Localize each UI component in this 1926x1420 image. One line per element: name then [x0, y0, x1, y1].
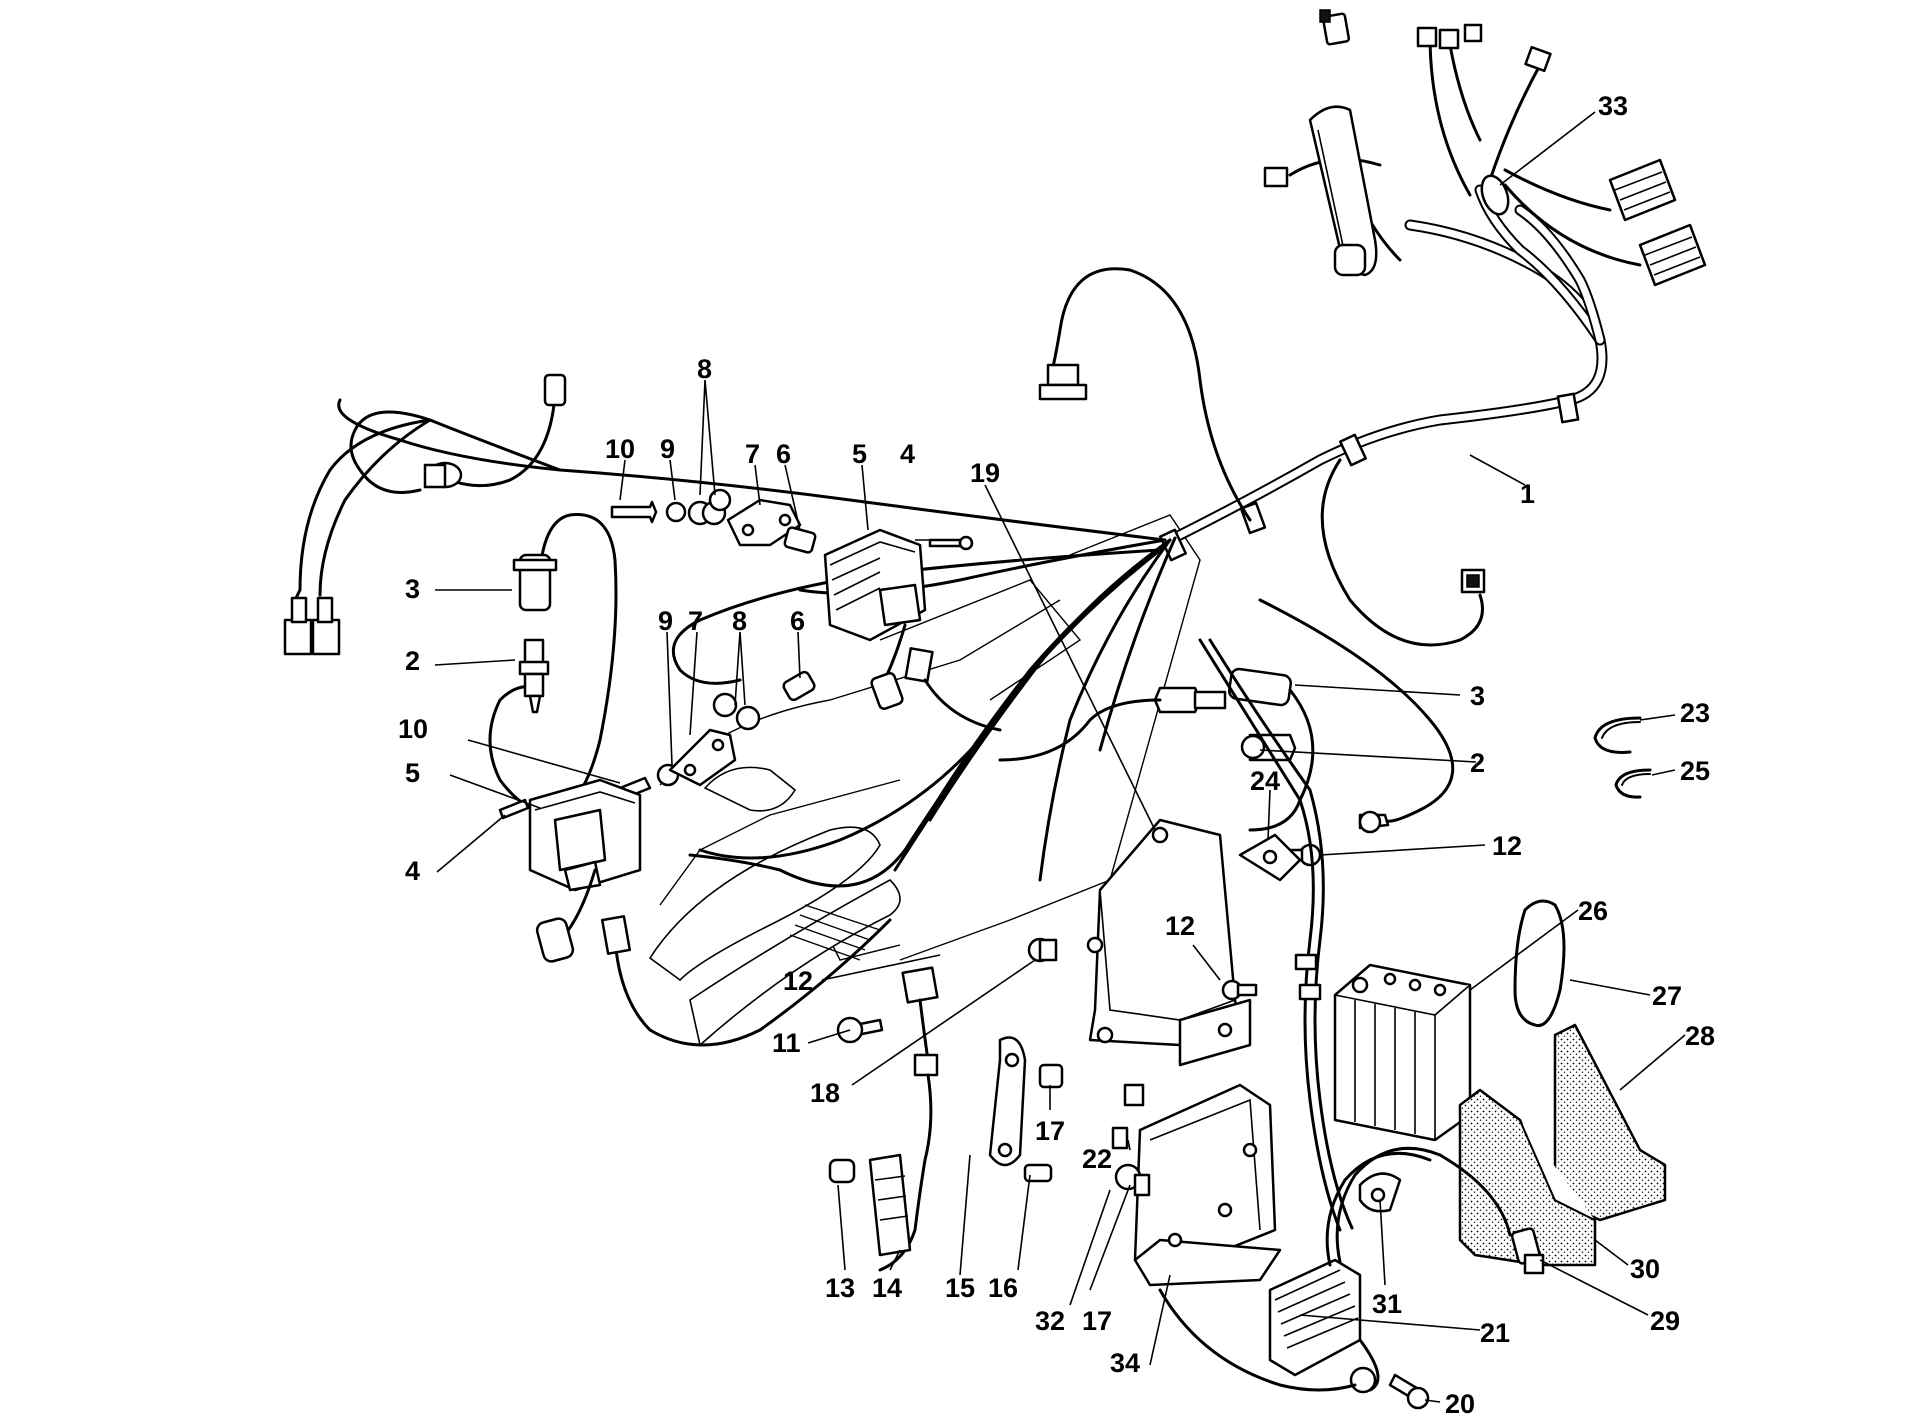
- callout-25: 25: [1680, 756, 1710, 786]
- callout-14: 14: [872, 1273, 902, 1303]
- callout-23: 23: [1680, 698, 1710, 728]
- callout-2-left: 2: [405, 646, 420, 676]
- callout-24: 24: [1250, 766, 1280, 796]
- callout-9-upper: 9: [660, 434, 675, 464]
- callout-31: 31: [1372, 1289, 1402, 1319]
- right-plug-cap-group: [998, 667, 1315, 832]
- lower-ignition-unit: [528, 778, 892, 1047]
- circlip-large: [1593, 716, 1642, 754]
- callout-3-right: 3: [1470, 681, 1485, 711]
- left-spark-plug: [518, 638, 550, 714]
- voltage-regulator: [1158, 1146, 1442, 1410]
- callout-13: 13: [825, 1273, 855, 1303]
- coil-mount-hardware: [498, 488, 974, 820]
- callout-32: 32: [1035, 1306, 1065, 1336]
- callout-6-upper: 6: [776, 439, 791, 469]
- callout-8-lower: 8: [732, 606, 747, 636]
- callout-20: 20: [1445, 1389, 1475, 1419]
- callout-5-lower: 5: [405, 758, 420, 788]
- callout-labels: 1 2 2 3 3 4 4 5 5 6 6 7 7 8 8 9 9 10 10 …: [398, 91, 1715, 1419]
- callout-17-lower: 17: [1082, 1306, 1112, 1336]
- callout-26: 26: [1578, 896, 1608, 926]
- callout-10-upper: 10: [605, 434, 635, 464]
- cylinder-fins: [789, 904, 881, 961]
- battery-strap: [1513, 899, 1566, 1028]
- circlip-small: [1614, 768, 1652, 799]
- callout-1: 1: [1520, 479, 1535, 509]
- upper-ignition-unit: [823, 528, 1002, 732]
- upper-connector-bundle: [1263, 9, 1707, 287]
- left-cable-group: [283, 373, 567, 656]
- callout-2-right: 2: [1470, 748, 1485, 778]
- battery: [1333, 963, 1472, 1142]
- callout-34: 34: [1110, 1348, 1140, 1378]
- callout-6-lower: 6: [790, 606, 805, 636]
- callout-9-lower: 9: [658, 606, 673, 636]
- terminal-group: [1358, 1153, 1545, 1275]
- lower-bracket: [1133, 1083, 1282, 1287]
- callout-4-lower: 4: [405, 856, 420, 886]
- callout-16: 16: [988, 1273, 1018, 1303]
- left-plug-cap-group: [488, 513, 618, 814]
- callout-12-right: 12: [1492, 831, 1522, 861]
- callout-30: 30: [1630, 1254, 1660, 1284]
- battery-leads: [1198, 598, 1455, 1232]
- callout-10-lower: 10: [398, 714, 428, 744]
- callout-33: 33: [1598, 91, 1628, 121]
- callout-12-bracket: 12: [1165, 911, 1195, 941]
- callout-18: 18: [810, 1078, 840, 1108]
- callout-29: 29: [1650, 1306, 1680, 1336]
- pickup-sensor-group: [828, 937, 1151, 1272]
- callout-11: 11: [772, 1028, 801, 1058]
- callout-27: 27: [1652, 981, 1682, 1011]
- ecu-mounting-bracket: [1086, 818, 1322, 1067]
- callout-15: 15: [945, 1273, 975, 1303]
- frame-outline: [648, 514, 1201, 1047]
- callout-22: 22: [1082, 1144, 1112, 1174]
- callout-8-upper: 8: [697, 354, 712, 384]
- callout-7-lower: 7: [688, 606, 703, 636]
- callout-4-upper: 4: [900, 439, 915, 469]
- battery-tray: [1458, 1023, 1667, 1267]
- callout-21: 21: [1480, 1318, 1510, 1348]
- callout-5-upper: 5: [852, 439, 867, 469]
- callout-3-left: 3: [405, 574, 420, 604]
- callout-19: 19: [970, 458, 1000, 488]
- callout-12-left: 12: [783, 966, 813, 996]
- callout-7-upper: 7: [745, 439, 760, 469]
- callout-17-upper: 17: [1035, 1116, 1065, 1146]
- leader-lines: [434, 111, 1686, 1403]
- callout-28: 28: [1685, 1021, 1715, 1051]
